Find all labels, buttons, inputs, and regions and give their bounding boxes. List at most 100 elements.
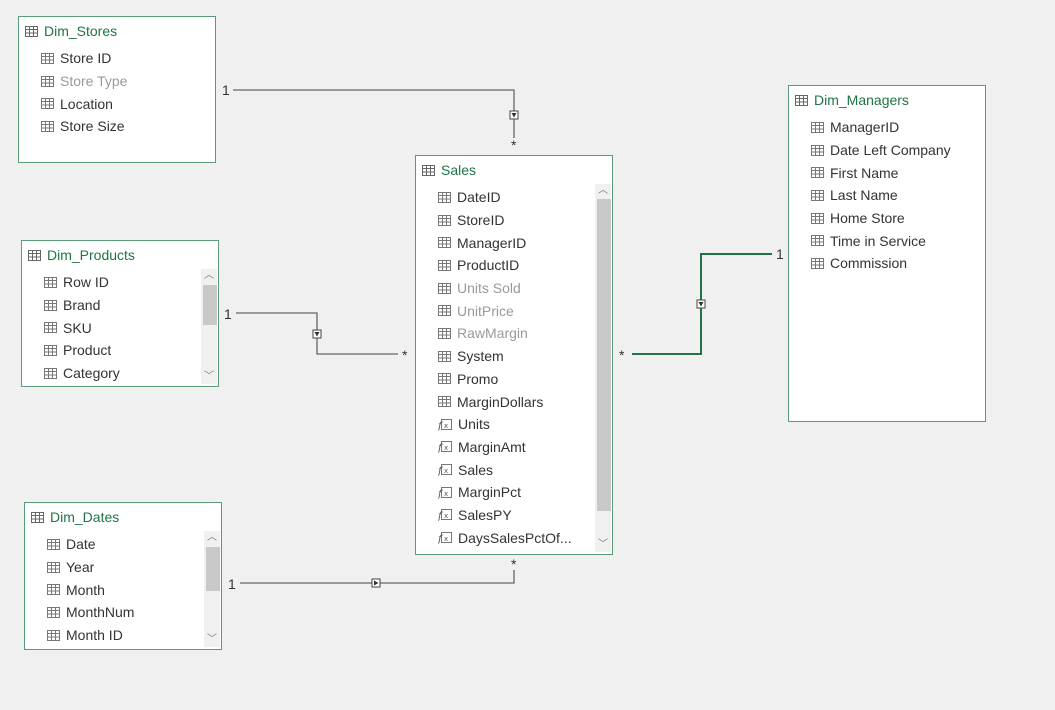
scroll-down-icon[interactable]: ﹀	[207, 634, 217, 645]
column-field[interactable]: Last Name	[789, 184, 985, 207]
column-field[interactable]: Month	[25, 578, 203, 601]
column-field[interactable]: Time in Service	[789, 229, 985, 252]
column-icon	[44, 322, 57, 334]
scrollbar[interactable]: ︿ ﹀	[201, 269, 217, 384]
column-field[interactable]: DateID	[416, 186, 594, 209]
field-label: RawMargin	[457, 325, 528, 342]
cardinality-many: *	[619, 347, 625, 363]
scroll-up-icon[interactable]: ︿	[204, 270, 214, 281]
cardinality-many: *	[402, 347, 408, 363]
column-field[interactable]: Category	[22, 362, 200, 384]
column-icon	[438, 373, 451, 385]
column-field[interactable]: Brand	[22, 294, 200, 317]
column-icon	[811, 167, 824, 179]
scroll-thumb[interactable]	[203, 285, 217, 325]
column-field[interactable]: Year	[25, 556, 203, 579]
column-icon	[47, 629, 60, 641]
scroll-thumb[interactable]	[597, 199, 611, 511]
field-label: Sales	[458, 461, 494, 478]
field-label: DateID	[457, 189, 501, 206]
column-field[interactable]: SKU	[22, 316, 200, 339]
scroll-thumb[interactable]	[206, 547, 220, 591]
field-label: StoreID	[457, 212, 505, 229]
column-field[interactable]: RawMargin	[416, 322, 594, 345]
field-label: DaysSalesPctOf...	[458, 529, 572, 546]
cardinality-one: 1	[776, 246, 784, 262]
cardinality-one: 1	[222, 82, 230, 98]
column-field[interactable]: Location	[19, 92, 215, 115]
svg-text:f: f	[438, 534, 444, 544]
column-field[interactable]: UnitPrice	[416, 299, 594, 322]
column-icon	[47, 561, 60, 573]
filter-direction-icon	[371, 578, 381, 588]
column-icon	[44, 299, 57, 311]
svg-text:x: x	[444, 444, 448, 452]
column-field[interactable]: MonthNum	[25, 601, 203, 624]
scroll-up-icon[interactable]: ︿	[598, 185, 608, 196]
column-field[interactable]: Units Sold	[416, 277, 594, 300]
column-field[interactable]: Home Store	[789, 207, 985, 230]
column-icon	[811, 189, 824, 201]
column-icon	[438, 396, 451, 408]
field-label: Commission	[830, 255, 908, 272]
column-field[interactable]: Store Size	[19, 115, 215, 138]
column-field[interactable]: Store ID	[19, 47, 215, 70]
field-label: System	[457, 348, 504, 365]
column-field[interactable]: Date	[25, 533, 203, 556]
table-header[interactable]: Dim_Stores	[19, 17, 215, 45]
scroll-down-icon[interactable]: ﹀	[598, 539, 608, 550]
table-header[interactable]: Dim_Products	[22, 241, 218, 269]
column-field[interactable]: ProductID	[416, 254, 594, 277]
column-icon	[41, 75, 54, 87]
table-header[interactable]: Dim_Dates	[25, 503, 221, 531]
scrollbar[interactable]: ︿ ﹀	[595, 184, 611, 552]
table-header[interactable]: Sales	[416, 156, 612, 184]
column-field[interactable]: Month ID	[25, 624, 203, 647]
column-field[interactable]: Commission	[789, 252, 985, 275]
column-field[interactable]: StoreID	[416, 209, 594, 232]
column-field[interactable]: Promo	[416, 368, 594, 391]
svg-text:f: f	[438, 489, 444, 499]
field-label: Time in Service	[830, 232, 926, 249]
scrollbar[interactable]: ︿ ﹀	[204, 531, 220, 647]
column-field[interactable]: System	[416, 345, 594, 368]
column-field[interactable]: ManagerID	[416, 231, 594, 254]
column-icon	[44, 367, 57, 379]
column-field[interactable]: Date Left Company	[789, 139, 985, 162]
svg-text:x: x	[444, 490, 448, 498]
column-icon	[438, 305, 451, 317]
field-label: MarginAmt	[458, 438, 526, 455]
field-label: Month ID	[66, 627, 123, 644]
scroll-up-icon[interactable]: ︿	[207, 532, 217, 543]
column-field[interactable]: ManagerID	[789, 116, 985, 139]
scroll-down-icon[interactable]: ﹀	[204, 371, 214, 382]
table-header[interactable]: Dim_Managers	[789, 86, 985, 114]
field-label: Location	[60, 95, 113, 112]
field-label: MarginPct	[458, 484, 522, 501]
column-icon	[47, 606, 60, 618]
field-label: Row ID	[63, 274, 109, 291]
column-field[interactable]: MarginDollars	[416, 390, 594, 413]
column-field[interactable]: Product	[22, 339, 200, 362]
relationship-line-dates-sales	[240, 570, 515, 584]
column-field[interactable]: Row ID	[22, 271, 200, 294]
column-icon	[438, 237, 451, 249]
column-icon	[47, 538, 60, 550]
column-field[interactable]: First Name	[789, 161, 985, 184]
column-field[interactable]: Store Type	[19, 70, 215, 93]
field-label: MarginDollars	[457, 393, 544, 410]
